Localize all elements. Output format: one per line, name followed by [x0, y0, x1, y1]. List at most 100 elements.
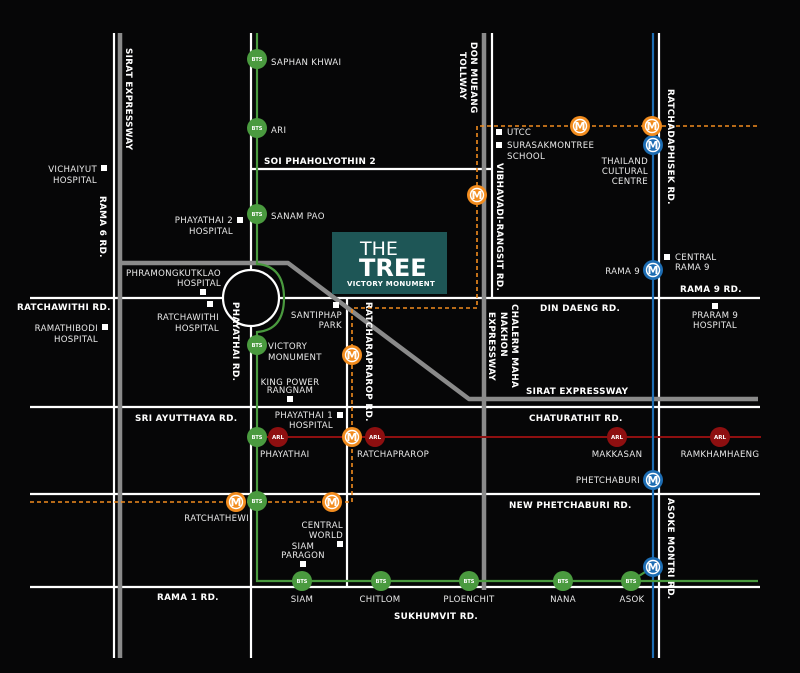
brand-line-tree: TREE [359, 254, 427, 282]
points-of-interest: VICHAIYUT HOSPITAL PHAYATHAI 2 HOSPITAL … [35, 128, 738, 567]
poi-marker [664, 254, 670, 260]
station-label-sanam-pao: SANAM PAO [271, 212, 325, 222]
station-glyph: M [648, 264, 659, 277]
label-new-phetchaburi: NEW PHETCHABURI RD. [509, 501, 632, 511]
mrt-blue-station-icon[interactable]: PHETCHABURIM [643, 470, 663, 490]
poi-label: VICHAIYUT [48, 165, 97, 175]
station-label-tcc-3: CENTRE [612, 177, 648, 187]
mrt-orange-station-icon[interactable]: PRATUNAM (ORANGE)M [322, 492, 342, 512]
poi-label: SCHOOL [507, 152, 545, 162]
bts-station-icon[interactable]: SANAM PAOBTS [247, 204, 267, 224]
station-glyph: M [347, 349, 358, 362]
poi-label: PHRAMONGKUTKLAO [126, 269, 221, 279]
station-glyph: BTS [252, 212, 263, 218]
poi-label: UTCC [507, 128, 531, 138]
arl-station-icon[interactable]: PHAYATHAIARL [268, 427, 288, 447]
station-glyph: M [648, 561, 659, 574]
station-glyph: ARL [611, 435, 623, 441]
station-label-asok: ASOK [620, 595, 645, 605]
station-label-victory-1: VICTORY [268, 342, 308, 352]
station-ring [228, 494, 244, 510]
victory-monument-roundabout [221, 268, 281, 328]
label-rama6: RAMA 6 RD. [97, 196, 107, 258]
station-circle [371, 571, 391, 591]
mrt-orange-line [30, 125, 760, 503]
project-marker-the-tree[interactable]: THE TREE VICTORY MONUMENT [332, 232, 447, 294]
poi-label: HOSPITAL [289, 421, 333, 431]
poi-label: HOSPITAL [175, 324, 219, 334]
poi-label: HOSPITAL [53, 176, 97, 186]
station-glyph: BTS [252, 435, 263, 441]
poi-marker [101, 165, 107, 171]
mrt-orange-station-icon[interactable]: RATCHATHEWI (ORANGE)M [226, 492, 246, 512]
poi-marker [207, 301, 213, 307]
station-glyph: BTS [252, 126, 263, 132]
mrt-orange-station-icon[interactable]: RATCHADAPHISEK (ORANGE)M [642, 116, 662, 136]
label-tollway: TOLLWAY [457, 52, 467, 100]
bts-station-icon[interactable]: ARIBTS [247, 118, 267, 138]
station-circle [621, 571, 641, 591]
poi-label: WORLD [309, 531, 343, 541]
poi-label: PHAYATHAI 1 [275, 411, 333, 421]
station-glyph: M [575, 120, 586, 133]
bts-station-icon[interactable]: SIAMBTS [292, 571, 312, 591]
poi-label: PARK [319, 321, 342, 331]
station-label-rama9: RAMA 9 [605, 267, 640, 277]
station-circle [247, 335, 267, 355]
station-label-makkasan: MAKKASAN [592, 450, 643, 460]
poi-marker [287, 396, 293, 402]
mrt-orange-station-icon[interactable]: UTCC (ORANGE)M [570, 116, 590, 136]
poi-label: RAMATHIBODI [35, 324, 98, 334]
station-ring [645, 262, 661, 278]
poi-label: RANGNAM [267, 386, 313, 396]
mrt-blue-station-icon[interactable]: THAILAND CULTURAL CENTREM [643, 135, 663, 155]
station-label-chitlom: CHITLOM [359, 595, 400, 605]
label-chalerm-3: EXPRESSWAY [486, 312, 496, 381]
mrt-orange-station-icon[interactable]: VIBHAVADI (ORANGE)M [467, 185, 487, 205]
mrt-blue-station-icon[interactable]: SUKHUMVITM [643, 557, 663, 577]
label-chaturathit: CHATURATHIT RD. [529, 414, 623, 424]
station-glyph: ARL [369, 435, 381, 441]
station-glyph: M [231, 496, 242, 509]
label-sirat-expressway-h: SIRAT EXPRESSWAY [526, 387, 629, 397]
bts-station-icon[interactable]: VICTORY MONUMENTBTS [247, 335, 267, 355]
poi-label: HOSPITAL [189, 227, 233, 237]
poi-marker [712, 303, 718, 309]
bts-station-icon[interactable]: RATCHATHEWIBTS [247, 491, 267, 511]
station-ring [469, 187, 485, 203]
station-ring [645, 472, 661, 488]
mrt-orange-station-icon[interactable]: RATCHARAPRAROP-ARL (ORANGE)M [342, 427, 362, 447]
bts-green-line [255, 33, 758, 583]
station-labels: SAPHAN KHWAI ARI SANAM PAO VICTORY MONUM… [184, 58, 759, 605]
label-rama9-rd: RAMA 9 RD. [680, 285, 742, 295]
poi-marker [333, 302, 339, 308]
station-circle [247, 118, 267, 138]
road-labels: SIRAT EXPRESSWAY RAMA 6 RD. SOI PHAHOLYO… [17, 42, 742, 622]
station-label-ratchathewi: RATCHATHEWI [184, 514, 249, 524]
label-chalerm-1: CHALERM MAHA [509, 304, 519, 388]
poi-marker [496, 129, 502, 135]
poi-label: RATCHAWITHI [157, 313, 219, 323]
station-glyph: ARL [714, 435, 726, 441]
station-glyph: M [648, 139, 659, 152]
bts-station-icon[interactable]: SAPHAN KHWAIBTS [247, 49, 267, 69]
mrt-orange-station-icon[interactable]: RATCHARAPRAROP (ORANGE)M [342, 345, 362, 365]
poi-marker [337, 412, 343, 418]
station-ring [344, 347, 360, 363]
label-phayathai-rd: PHAYATHAI RD. [230, 302, 240, 381]
label-sirat-expressway-v: SIRAT EXPRESSWAY [123, 48, 133, 151]
station-label-tcc-2: CULTURAL [602, 167, 648, 177]
station-label-tcc-1: THAILAND [601, 157, 649, 167]
station-label-phayathai: PHAYATHAI [260, 450, 309, 460]
station-label-saphan-khwai: SAPHAN KHWAI [271, 58, 341, 68]
mrt-blue-station-icon[interactable]: RAMA 9M [643, 260, 663, 280]
label-rama1: RAMA 1 RD. [157, 593, 219, 603]
bts-station-icon[interactable]: PHAYATHAIBTS [247, 427, 267, 447]
